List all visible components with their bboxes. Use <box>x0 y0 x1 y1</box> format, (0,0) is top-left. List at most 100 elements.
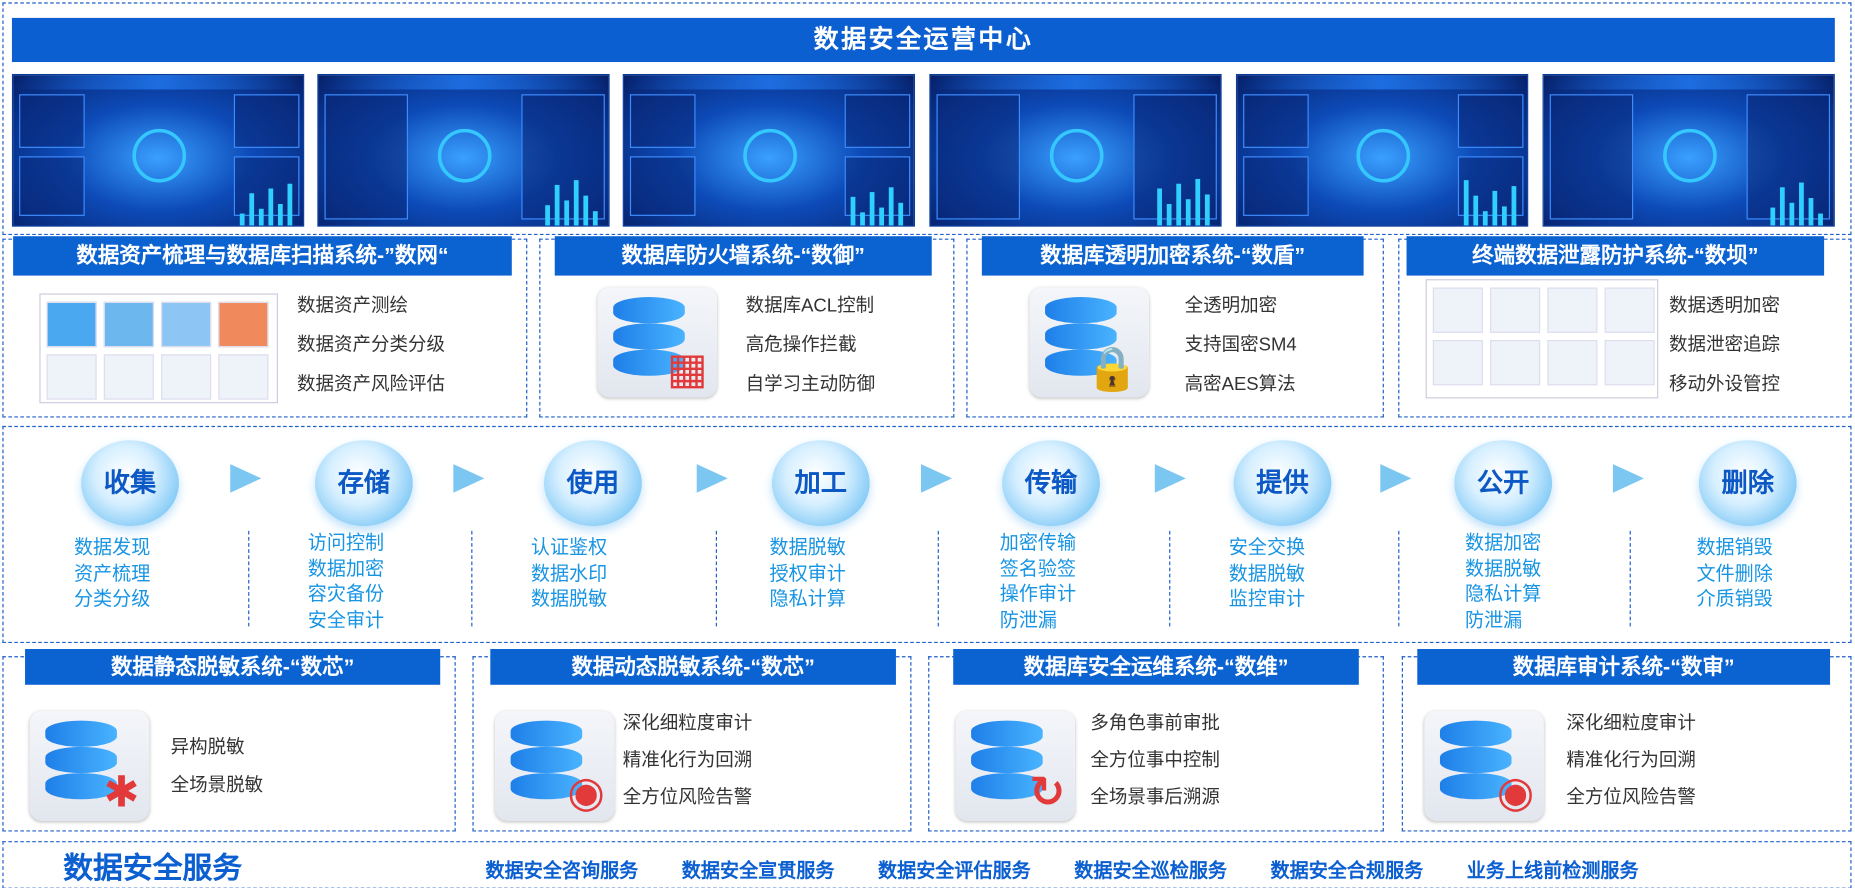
lifecycle-measure: 介质销毁 <box>1696 589 1773 610</box>
thumbnail-panel <box>1457 94 1524 148</box>
system-feature: 移动外设管控 <box>1669 374 1780 395</box>
service-item[interactable]: 数据安全宣贯服务 <box>681 861 835 882</box>
lifecycle-measure: 数据销毁 <box>1696 538 1773 559</box>
thumbnail-bar <box>1779 187 1785 226</box>
system-feature: 异构脱敏 <box>170 737 245 758</box>
thumbnail-header <box>13 75 304 90</box>
arrow-right-icon <box>453 464 485 493</box>
system-card: 数据静态脱敏系统-“数芯”✱异构脱敏全场景脱敏 <box>2 648 456 832</box>
lifecycle-stage[interactable]: 加工 <box>771 440 870 527</box>
system-title: 数据库安全运维系统-“数维” <box>953 648 1359 685</box>
lifecycle-measure: 数据加密 <box>1465 533 1542 554</box>
thumbnail-bar <box>258 208 264 226</box>
dashboard-thumbnail[interactable] <box>11 73 305 227</box>
thumbnail-ring <box>743 128 797 183</box>
data-lifecycle-panel <box>2 425 1852 644</box>
system-feature: 高密AES算法 <box>1184 374 1296 395</box>
service-item[interactable]: 数据安全巡检服务 <box>1074 861 1228 882</box>
thumbnail-bar <box>545 205 550 226</box>
thumbnail-ring <box>1663 128 1717 183</box>
lifecycle-measure: 数据加密 <box>307 558 385 580</box>
arrow-right-icon <box>1612 464 1644 493</box>
lifecycle-stage[interactable]: 公开 <box>1454 440 1553 527</box>
thumbnail-header <box>930 75 1221 90</box>
thumbnail-bar <box>869 192 875 226</box>
system-feature: 深化细粒度审计 <box>622 713 753 734</box>
thumbnail-bar <box>1808 198 1814 226</box>
thumbnail-bar <box>1789 202 1795 226</box>
thumbnail-bar <box>1166 204 1172 226</box>
system-card: 终端数据泄露防护系统-“数坝”数据透明加密数据泄密追踪移动外设管控 <box>1398 236 1852 418</box>
thumbnail-bar <box>860 212 865 226</box>
dashboard-thumbnail[interactable] <box>1235 73 1529 227</box>
divider <box>715 530 717 627</box>
lifecycle-measures: 数据加密数据脱敏隐私计算防泄漏 <box>1465 531 1541 634</box>
thumbnail-panel <box>233 94 300 148</box>
lifecycle-measure: 防泄漏 <box>1465 610 1523 631</box>
system-screenshot[interactable] <box>1425 279 1659 399</box>
lifecycle-stage[interactable]: 存储 <box>314 440 413 527</box>
lifecycle-measure: 监控审计 <box>1228 589 1306 610</box>
lifecycle-measure: 操作审计 <box>999 584 1077 605</box>
service-item[interactable]: 数据安全合规服务 <box>1270 861 1424 882</box>
lifecycle-measure: 隐私计算 <box>1465 584 1542 605</box>
system-feature: 数据资产风险评估 <box>297 374 446 395</box>
system-card: 数据库安全运维系统-“数维”↻多角色事前审批全方位事中控制全场景事后溯源 <box>928 648 1384 832</box>
lifecycle-stage[interactable]: 使用 <box>544 440 642 527</box>
system-feature: 全方位事中控制 <box>1090 750 1220 771</box>
lifecycle-measure: 资产梳理 <box>73 563 151 584</box>
service-item[interactable]: 数据安全评估服务 <box>878 861 1031 882</box>
thumbnail-header <box>318 75 609 90</box>
thumbnail-header <box>1237 75 1528 90</box>
thumbnail-bar <box>249 193 255 226</box>
thumbnail-bar <box>1176 183 1182 226</box>
system-feature: 全透明加密 <box>1184 295 1278 317</box>
service-item[interactable]: 数据安全咨询服务 <box>485 861 639 882</box>
lifecycle-measure: 数据脱敏 <box>1465 558 1542 580</box>
thumbnail-bar <box>850 196 856 226</box>
dashboard-thumbnail[interactable] <box>1542 73 1835 227</box>
lifecycle-stage[interactable]: 传输 <box>1002 440 1100 527</box>
system-card: 数据动态脱敏系统-“数芯”◉深化细粒度审计精准化行为回溯全方位风险告警 <box>472 648 912 832</box>
lifecycle-measure: 数据脱敏 <box>530 589 608 610</box>
arrow-right-icon <box>1154 464 1186 493</box>
dashboard-thumbnail[interactable] <box>929 73 1222 227</box>
system-feature: 数据透明加密 <box>1669 295 1780 317</box>
system-card: 数据资产梳理与数据库扫描系统-”数网“数据资产测绘数据资产分类分级数据资产风险评… <box>2 236 528 418</box>
thumbnail-bar <box>239 213 245 226</box>
lifecycle-measures: 安全交换数据脱敏监控审计 <box>1229 536 1305 613</box>
lifecycle-stage[interactable]: 收集 <box>81 440 179 527</box>
database-firewall-icon: ▦ <box>597 287 717 398</box>
dashboard-thumbnail[interactable] <box>622 73 916 227</box>
arrow-right-icon <box>1380 464 1412 493</box>
database-eye-icon: ◉ <box>495 711 615 821</box>
lifecycle-measures: 认证鉴权数据水印数据脱敏 <box>531 536 607 613</box>
database-asterisk-icon: ✱ <box>29 711 150 821</box>
thumbnail-bar <box>573 180 579 226</box>
lifecycle-measure: 安全交换 <box>1228 538 1306 559</box>
system-feature: 精准化行为回溯 <box>622 750 753 771</box>
system-feature: 全方位风险告警 <box>622 787 753 808</box>
thumbnail-panel <box>1133 94 1217 220</box>
system-feature: 数据资产测绘 <box>297 295 409 317</box>
system-feature: 深化细粒度审计 <box>1566 713 1696 734</box>
lifecycle-measures: 数据销毁文件删除介质销毁 <box>1696 536 1772 613</box>
thumbnail-bar <box>1195 178 1201 226</box>
thumbnail-bar <box>898 202 904 226</box>
lifecycle-measure: 数据脱敏 <box>1228 563 1306 584</box>
lifecycle-measure: 隐私计算 <box>769 589 846 610</box>
service-item[interactable]: 业务上线前检测服务 <box>1466 861 1639 882</box>
thumbnail-bar <box>1799 182 1804 226</box>
thumbnail-panel <box>324 94 409 220</box>
thumbnail-header <box>1543 75 1834 90</box>
thumbnail-bar <box>592 211 598 226</box>
system-screenshot[interactable] <box>39 293 278 404</box>
services-panel: 数据安全服务 数据安全咨询服务数据安全宣贯服务数据安全评估服务数据安全巡检服务数… <box>2 841 1852 888</box>
dashboard-thumbnail[interactable] <box>317 73 610 227</box>
thumbnail-panel <box>19 156 85 216</box>
lifecycle-stage[interactable]: 提供 <box>1233 440 1332 527</box>
system-feature: 数据泄密追踪 <box>1669 335 1780 356</box>
lifecycle-stage[interactable]: 删除 <box>1698 440 1797 527</box>
database-cycle-icon: ↻ <box>955 711 1075 821</box>
thumbnail-panel <box>1746 94 1831 220</box>
